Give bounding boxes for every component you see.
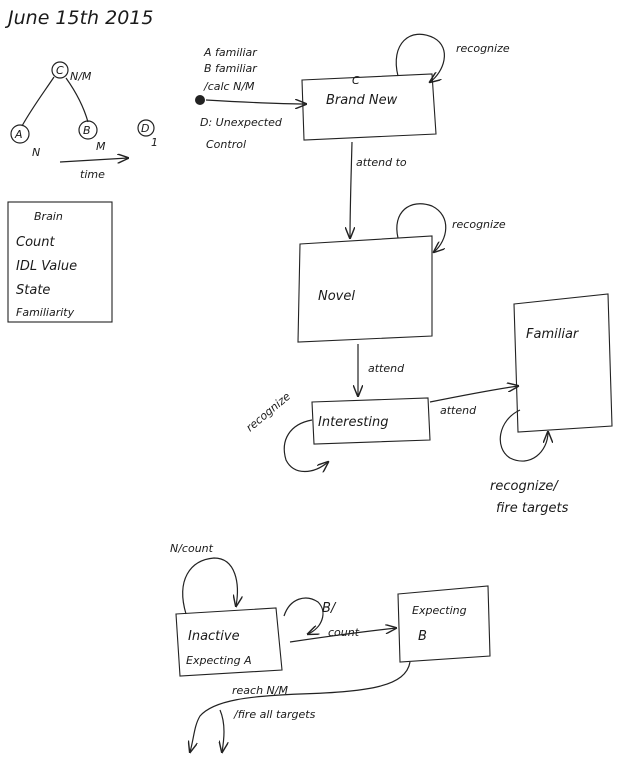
- tree-node-d: [137, 119, 155, 137]
- edge-reach-label-line1: reach N/M: [232, 684, 288, 697]
- tree-node-root-sub: N/M: [70, 70, 92, 83]
- brain-field-familiarity: Familiarity: [16, 306, 75, 319]
- edge-interesting-recognize: recognize: [244, 390, 294, 435]
- input-calc: /calc N/M: [203, 80, 255, 93]
- tree-edge-right: [65, 77, 89, 123]
- state-brand-new: C Brand New recognize: [301, 33, 510, 141]
- diagram-date-title: June 15th 2015: [4, 7, 153, 29]
- brain-legend-box: Brain Count IDL Value State Familiarity: [7, 201, 113, 323]
- start-arrow: [205, 100, 306, 104]
- state-brand-new-sub: C: [352, 74, 360, 87]
- edge-brand-new-to-novel: [350, 141, 352, 238]
- state-novel: Novel recognize: [297, 203, 506, 343]
- loop-brand-new-recognize: [395, 33, 445, 82]
- state-interesting-box: [311, 397, 431, 445]
- tree-node-b-letter: B: [83, 124, 91, 137]
- state-brand-new-label: Brand New: [326, 93, 398, 108]
- edge-n-count-label: N/count: [170, 542, 214, 555]
- edge-reach-back-branch: [220, 709, 224, 752]
- loop-interesting-recognize: [283, 419, 328, 472]
- loop-inactive-n-count: [182, 557, 238, 615]
- tree-node-a: [10, 124, 30, 144]
- edge-inactive-to-expecting-b: [289, 628, 396, 643]
- loop-inactive-b-count: [283, 597, 324, 634]
- state-expecting-b-box: [397, 585, 491, 663]
- edge-brand-new-recognize: recognize: [456, 42, 510, 55]
- state-expecting-b: Expecting B: [397, 585, 491, 663]
- state-expecting-b-label1: Expecting: [412, 604, 467, 617]
- state-familiar: Familiar recognize/ fire targets: [490, 293, 613, 516]
- edge-attend-novel-label: attend: [368, 362, 405, 375]
- edge-reach-label-line2: /fire all targets: [233, 708, 316, 721]
- start-dot: [195, 95, 205, 105]
- state-inactive-box: [175, 607, 283, 677]
- input-notes: A familiar B familiar /calc N/M D: Unexp…: [195, 46, 306, 151]
- tree-node-root-letter: C: [56, 64, 64, 77]
- tree-edge-left: [21, 76, 55, 127]
- input-d-unexpected: D: Unexpected: [200, 116, 283, 129]
- tree-node-d-sub: 1: [151, 136, 158, 149]
- state-inactive-expecting-a: Inactive Expecting A N/count B/ count: [170, 542, 396, 677]
- state-inactive-label2: Expecting A: [186, 654, 252, 667]
- tree-node-d-letter: D: [141, 122, 149, 135]
- brain-field-state: State: [16, 283, 50, 298]
- loop-novel-recognize: [396, 203, 447, 252]
- tree-node-a-letter: A: [14, 128, 23, 141]
- brain-legend-title: Brain: [34, 210, 63, 223]
- time-axis-label: time: [80, 168, 105, 181]
- input-b-familiar: B familiar: [204, 62, 258, 75]
- loop-familiar-recognize-fire: [499, 409, 548, 462]
- state-brand-new-box: [301, 73, 437, 141]
- edge-interesting-to-familiar: [429, 386, 518, 403]
- familiarity-tree: C N/M A N B M D 1 time: [10, 61, 158, 181]
- tree-node-b-sub: M: [96, 140, 106, 153]
- brain-legend-border: [7, 201, 113, 323]
- edge-attend-interesting-label: attend: [440, 404, 477, 417]
- state-expecting-b-label2: B: [418, 629, 427, 644]
- brain-field-idl-value: IDL Value: [16, 259, 77, 274]
- edge-recognize-fire-line1: recognize/: [490, 479, 559, 494]
- brain-field-count: Count: [16, 235, 56, 250]
- state-interesting: Interesting recognize: [244, 390, 431, 472]
- state-familiar-box: [513, 293, 613, 433]
- tree-node-a-sub: N: [32, 146, 40, 159]
- edge-novel-recognize: recognize: [452, 218, 506, 231]
- state-familiar-label: Familiar: [526, 327, 580, 342]
- input-a-familiar: A familiar: [203, 46, 258, 59]
- tree-node-b: [78, 120, 98, 140]
- edge-attend-to-label: attend to: [356, 156, 407, 169]
- edge-recognize-fire-line2: fire targets: [496, 501, 569, 516]
- state-interesting-label: Interesting: [318, 415, 388, 430]
- time-axis-arrow: [59, 158, 128, 162]
- edge-reach-back: [190, 661, 411, 752]
- tree-node-root: [51, 61, 69, 79]
- input-control: Control: [206, 138, 246, 151]
- edge-b-count-line1: B/: [322, 601, 337, 616]
- state-inactive-label1: Inactive: [188, 629, 240, 644]
- state-novel-box: [297, 235, 433, 343]
- state-novel-label: Novel: [318, 289, 355, 304]
